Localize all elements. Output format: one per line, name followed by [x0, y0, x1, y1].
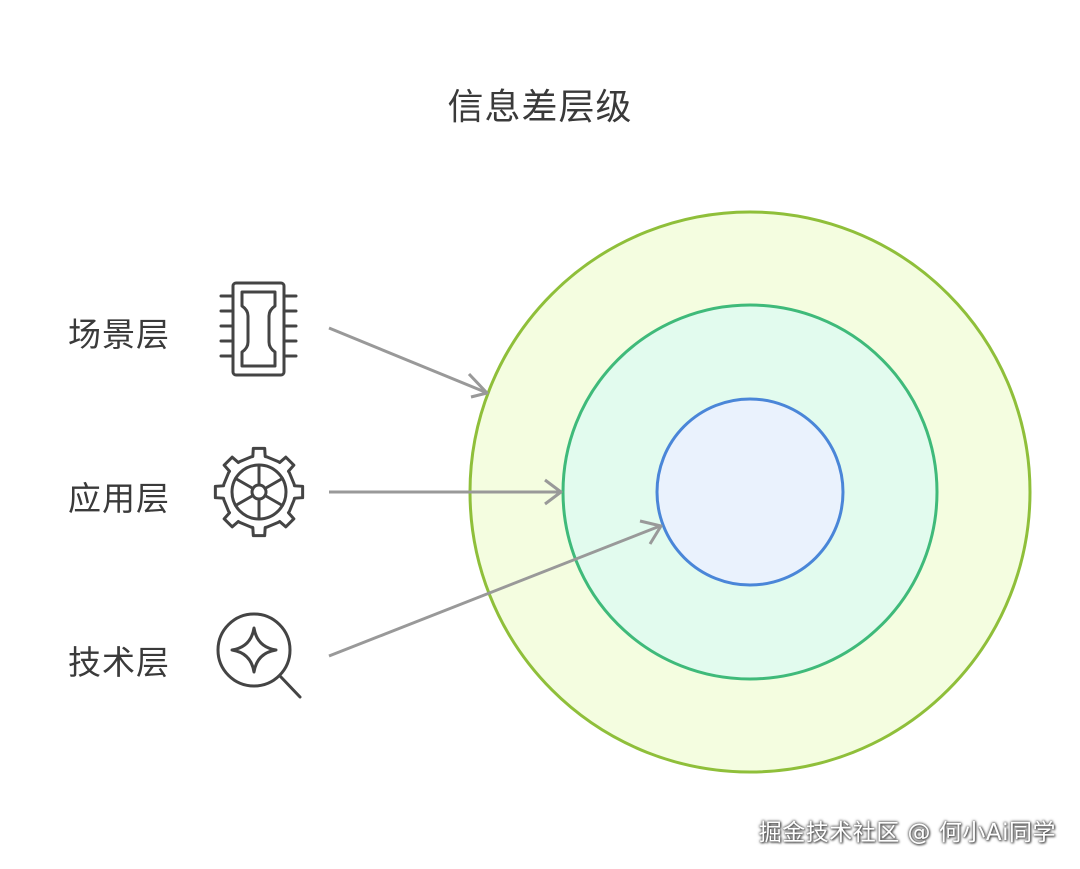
gear-icon [213, 446, 305, 538]
watermark: 掘金技术社区 @ 何小Ai同学 [758, 820, 1056, 846]
arrow-scene-layer [328, 326, 489, 399]
label-scene-layer: 场景层 [68, 315, 170, 354]
inner-ring-technology-layer [655, 397, 845, 587]
arrow-technology-layer [328, 519, 663, 658]
diagram-title: 信息差层级 [447, 87, 633, 128]
arrow-application-layer [329, 478, 563, 506]
search-sparkle-icon [216, 612, 302, 699]
label-technology-layer: 技术层 [68, 643, 170, 682]
label-application-layer: 应用层 [68, 479, 170, 518]
chip-icon [219, 281, 298, 377]
